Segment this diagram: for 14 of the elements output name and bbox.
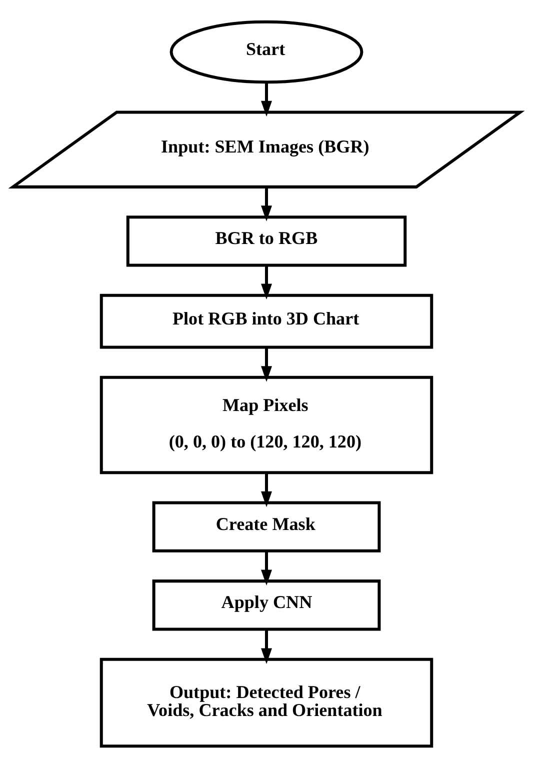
arrow	[261, 264, 272, 299]
node-box: Map Pixels (0, 0, 0) to (120, 120, 120)	[100, 375, 434, 474]
node-box: Create Mask	[152, 500, 381, 552]
node-box: Plot RGB into 3D Chart	[100, 293, 434, 348]
arrow	[261, 186, 272, 221]
node-ellipse: Start	[170, 20, 364, 84]
node-box: BGR to RGB	[126, 215, 407, 266]
arrow	[261, 472, 272, 507]
node-box: Output: Detected Pores / Voids, Cracks and Orientation	[100, 657, 434, 748]
arrow	[261, 82, 272, 116]
arrow	[261, 347, 272, 382]
arrow	[261, 550, 272, 585]
node-box: Apply CNN	[152, 579, 381, 630]
arrow	[261, 628, 272, 664]
